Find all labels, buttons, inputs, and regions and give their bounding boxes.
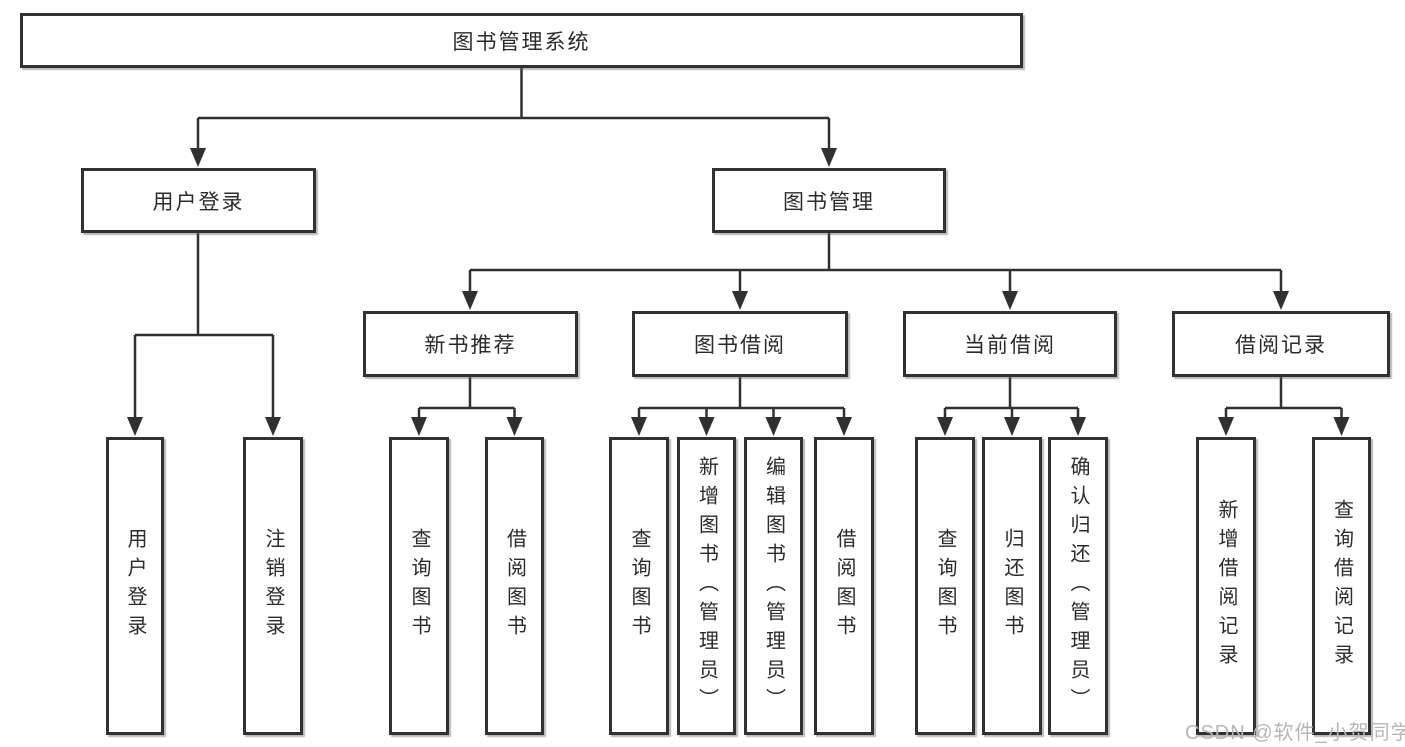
node-edit-book-admin: 编辑图书（管理员） bbox=[744, 437, 803, 735]
node-query-books-borrow: 查询图书 bbox=[609, 437, 669, 735]
node-current-borrow: 当前借阅 bbox=[903, 311, 1117, 377]
node-query-books-current: 查询图书 bbox=[915, 437, 975, 735]
connector-path bbox=[133, 67, 1343, 420]
node-library-system: 图书管理系统 bbox=[20, 13, 1023, 68]
node-book-management-module: 图书管理 bbox=[712, 168, 946, 233]
node-confirm-return-admin: 确认归还（管理员） bbox=[1048, 437, 1108, 735]
node-borrow-books: 借阅图书 bbox=[814, 437, 874, 735]
node-borrow-books-recommend: 借阅图书 bbox=[485, 437, 544, 735]
node-return-books: 归还图书 bbox=[982, 437, 1042, 735]
node-user-login-module: 用户登录 bbox=[81, 168, 316, 233]
node-borrow-records: 借阅记录 bbox=[1172, 311, 1390, 377]
node-query-borrow-record: 查询借阅记录 bbox=[1312, 437, 1371, 735]
arrowheads bbox=[127, 148, 1350, 436]
node-add-borrow-record: 新增借阅记录 bbox=[1196, 437, 1256, 735]
csdn-watermark: CSDN @软件_小贺同学 bbox=[1185, 722, 1405, 744]
node-query-books-recommend: 查询图书 bbox=[389, 437, 449, 735]
node-user-login: 用户登录 bbox=[106, 437, 164, 735]
node-book-borrow: 图书借阅 bbox=[632, 311, 848, 377]
node-new-book-recommend: 新书推荐 bbox=[363, 311, 578, 377]
node-logout: 注销登录 bbox=[243, 437, 303, 735]
node-add-book-admin: 新增图书（管理员） bbox=[677, 437, 736, 735]
